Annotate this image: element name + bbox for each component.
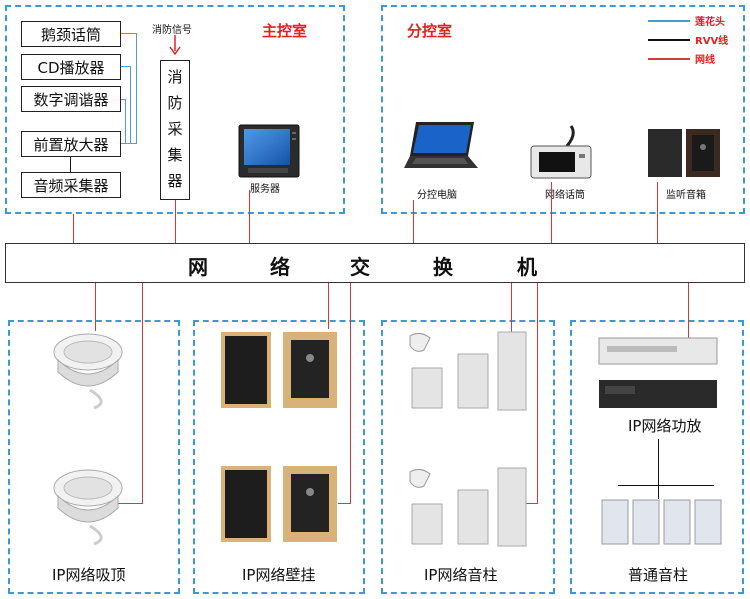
normal-column-zone-label: 普通音柱	[628, 566, 689, 584]
monitor-speaker-icon	[648, 129, 720, 177]
net-line-amp	[688, 283, 689, 338]
switch-char-5: 机	[517, 255, 537, 279]
net-line-column-2	[537, 283, 538, 503]
legend-label-network: 网线	[695, 55, 715, 66]
server-monitor-icon	[238, 124, 300, 178]
legend-label-lotus: 莲花头	[695, 17, 725, 28]
column-zone	[381, 320, 555, 594]
rvv-line-amp-bus	[618, 485, 714, 486]
switch-char-2: 络	[270, 255, 290, 279]
ip-amplifier-icon	[598, 337, 718, 408]
legend-line-network	[648, 58, 690, 60]
network-mic-label: 网络话筒	[545, 190, 585, 201]
device-audio-collector: 音频采集器	[21, 172, 121, 198]
legend-line-rvv	[648, 39, 690, 41]
net-line-server	[249, 190, 250, 243]
net-line-ceiling-2	[142, 283, 143, 503]
fire-signal-arrow-icon	[169, 35, 181, 56]
sub-pc-laptop-icon	[404, 122, 478, 168]
device-cd-player: CD播放器	[21, 54, 121, 80]
device-digital-tuner: 数字调谐器	[21, 86, 121, 112]
fire-collector-char-5: 器	[167, 172, 183, 190]
main-control-title: 主控室	[262, 22, 308, 40]
net-line-ceiling-1	[95, 283, 96, 331]
switch-char-3: 交	[350, 255, 370, 279]
network-switch	[5, 243, 745, 283]
network-mic-icon	[530, 125, 592, 179]
column-speaker-2-icon	[409, 467, 527, 547]
ip-amplifier-label: IP网络功放	[628, 417, 702, 435]
column-speaker-1-icon	[409, 331, 527, 411]
legend-label-rvv: RVV线	[695, 36, 729, 47]
lotus-link-tuner	[121, 99, 126, 144]
wall-speaker-1-icon	[221, 332, 337, 408]
fire-collector-char-2: 防	[167, 94, 183, 112]
rvv-link-preamp-collector	[70, 157, 71, 172]
net-line-fire	[175, 200, 176, 243]
ceiling-zone-label: IP网络吸顶	[52, 566, 126, 584]
fire-signal-label: 消防信号	[152, 25, 192, 36]
legend-line-lotus	[648, 20, 690, 22]
normal-column-zone	[570, 320, 744, 594]
wall-zone	[193, 320, 365, 594]
fire-collector-char-4: 集	[167, 146, 183, 164]
net-line-column-2-h	[522, 503, 538, 504]
monitor-speaker-label: 监听音箱	[666, 190, 706, 201]
net-line-mic	[551, 182, 552, 243]
fire-signal-collector	[160, 60, 190, 200]
sub-pc-label: 分控电脑	[417, 190, 457, 201]
device-gooseneck-mic: 鹅颈话筒	[21, 21, 121, 47]
net-line-collector	[73, 214, 74, 243]
net-line-pc	[413, 200, 414, 243]
net-line-monitor	[657, 182, 658, 243]
net-line-wall-1	[328, 283, 329, 329]
wall-zone-label: IP网络壁挂	[242, 566, 316, 584]
net-line-wall-2-h	[338, 503, 351, 504]
server-label: 服务器	[250, 184, 280, 195]
ceiling-zone	[8, 320, 180, 594]
net-line-column-1	[511, 283, 512, 333]
wall-speaker-2-icon	[221, 466, 337, 542]
sub-control-zone	[381, 5, 745, 214]
net-line-ceiling-2-h	[110, 503, 143, 504]
net-line-wall-2	[350, 283, 351, 503]
ceiling-speaker-2-icon	[53, 469, 123, 546]
normal-column-speakers-icon	[601, 499, 722, 545]
column-zone-label: IP网络音柱	[424, 566, 498, 584]
lotus-link-cd	[121, 66, 131, 144]
switch-char-1: 网	[188, 255, 208, 279]
fire-collector-char-3: 采	[167, 120, 183, 138]
sub-control-title: 分控室	[407, 22, 453, 40]
ceiling-speaker-1-icon	[53, 333, 123, 410]
rvv-line-amp-main	[658, 439, 659, 499]
fire-collector-char-1: 消	[167, 68, 183, 86]
device-preamp: 前置放大器	[21, 131, 121, 157]
switch-char-4: 换	[433, 255, 453, 279]
